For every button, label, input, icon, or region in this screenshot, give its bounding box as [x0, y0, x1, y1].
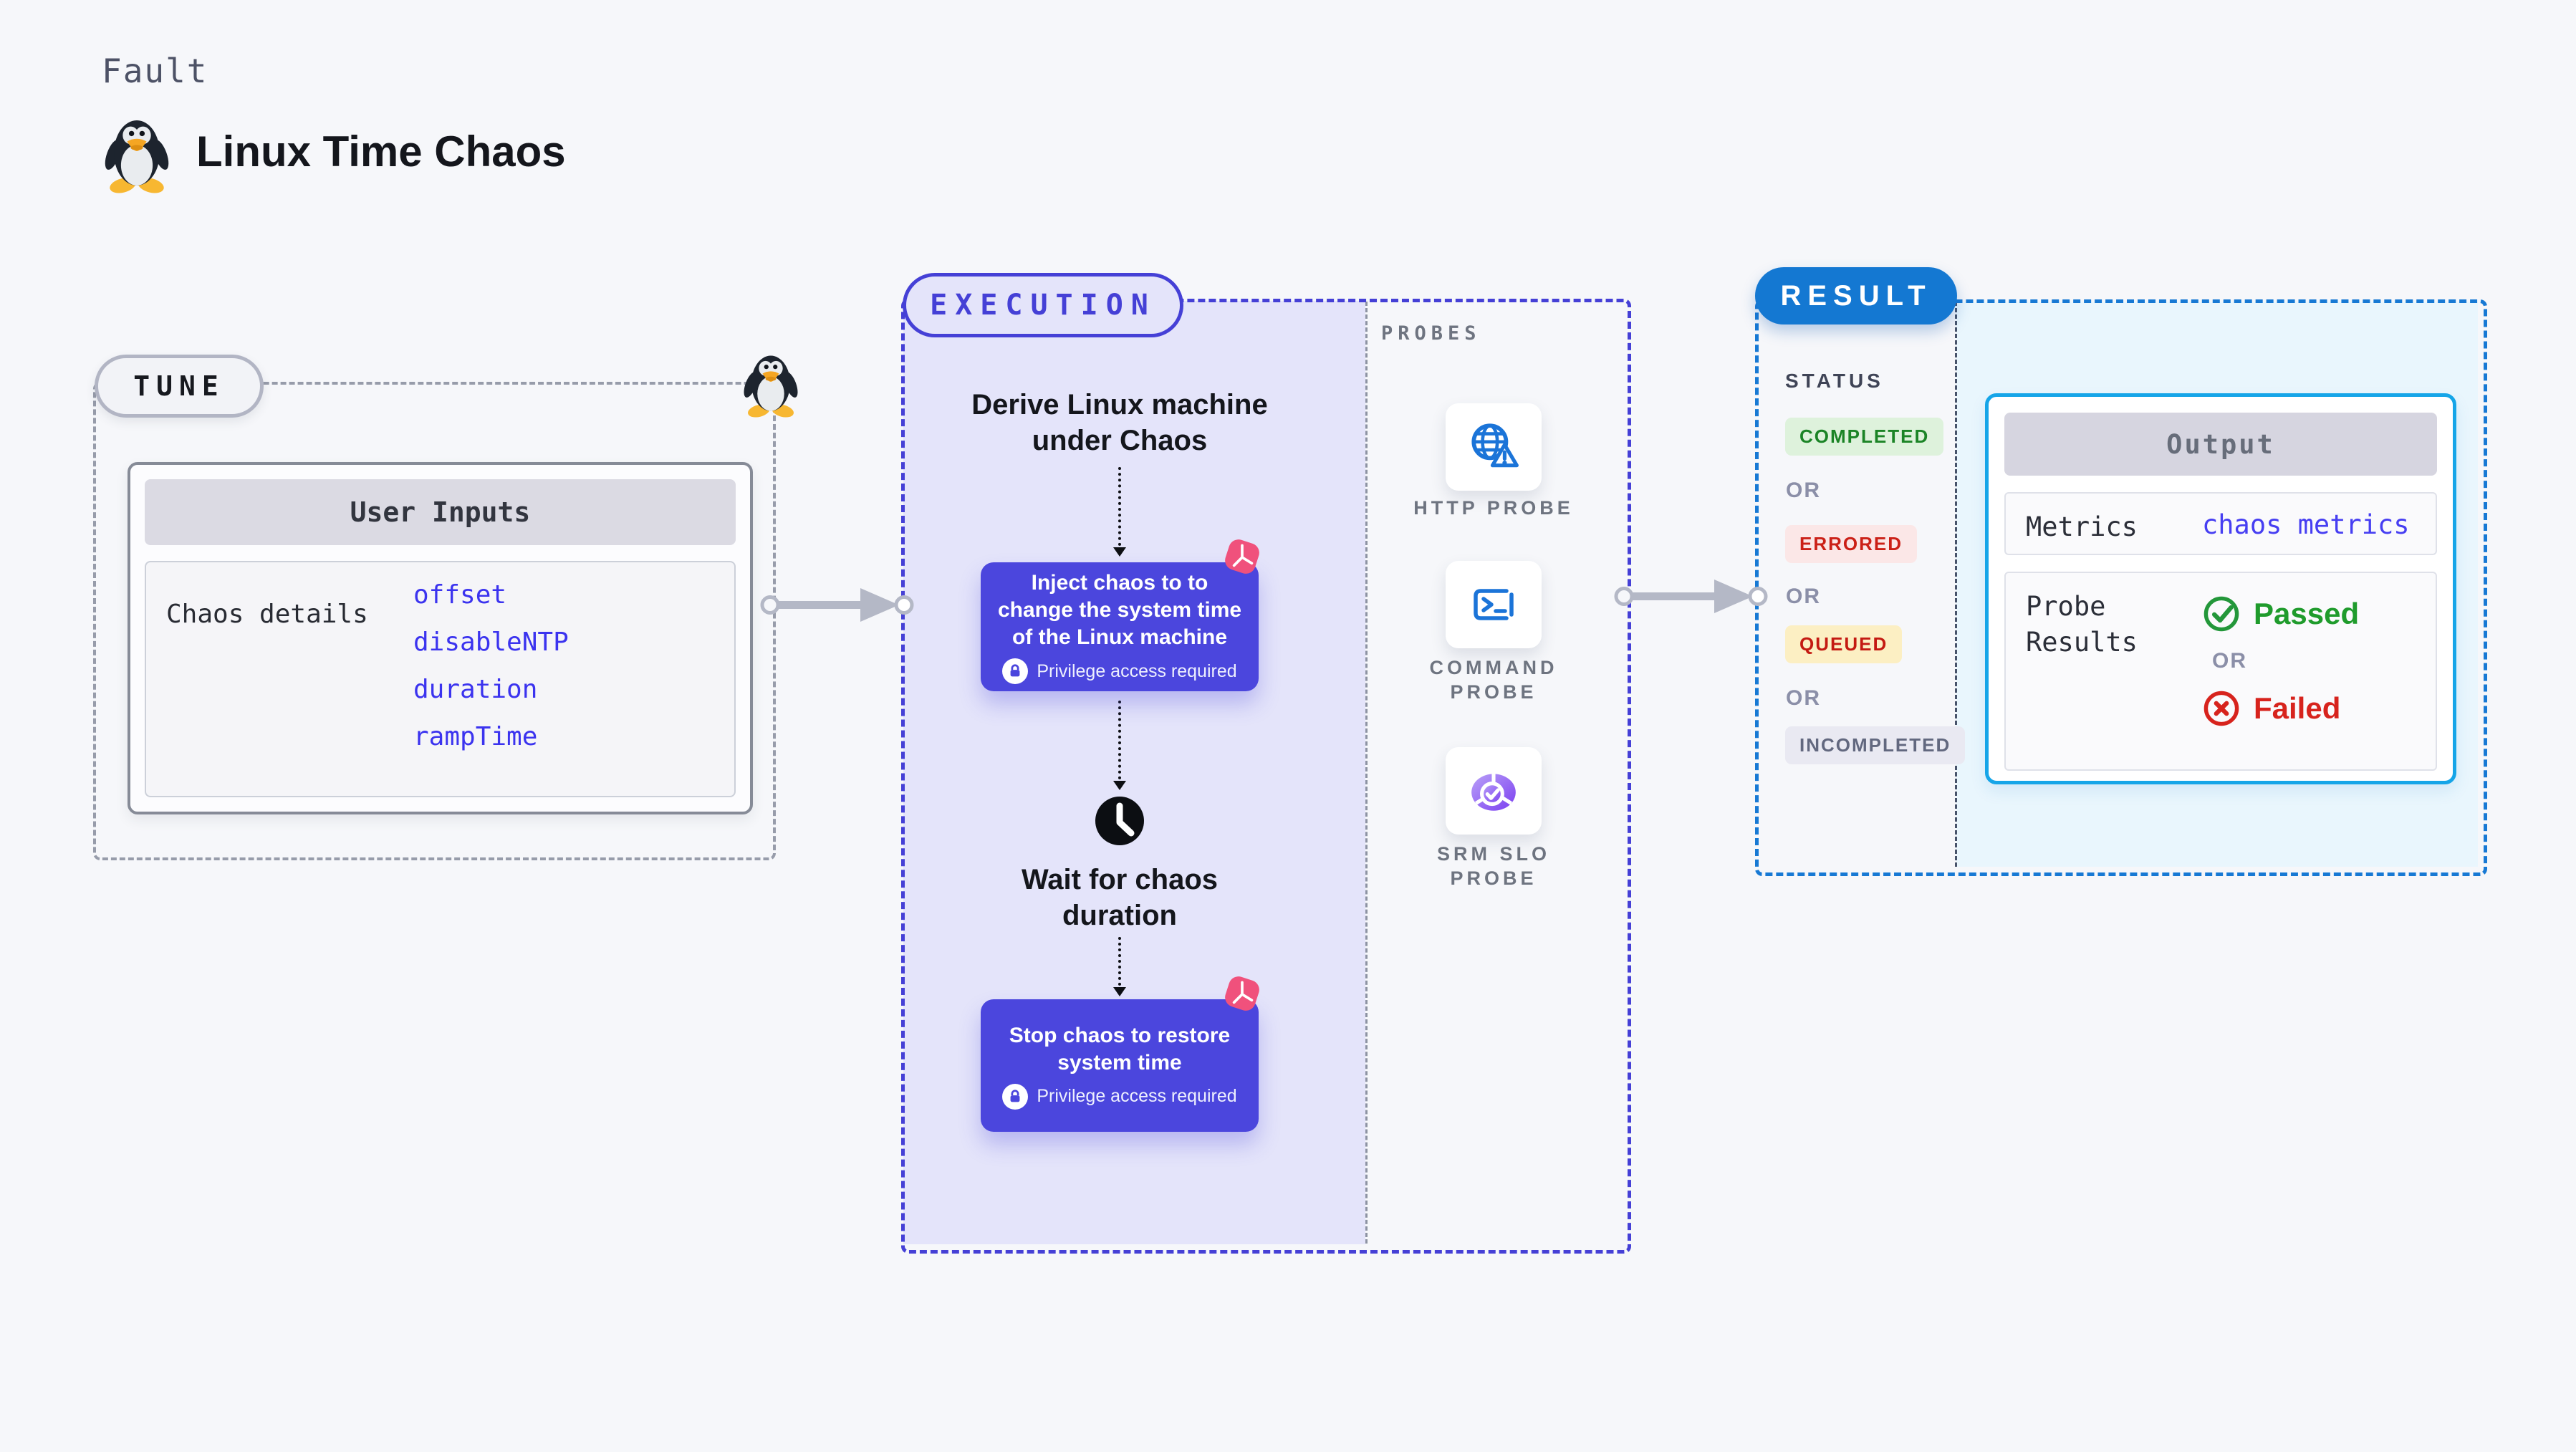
probe-results-values: Passed OR Failed — [2202, 573, 2359, 769]
chaos-params-list: offset disableNTP duration rampTime — [413, 562, 569, 796]
chaos-pink-icon-2 — [1220, 971, 1264, 1016]
privilege-note-2: Privilege access required — [1037, 1086, 1237, 1106]
metrics-row: Metrics chaos metrics — [2004, 492, 2437, 555]
stop-chaos-text: Stop chaos to restore system time — [1009, 1023, 1231, 1074]
privilege-row-2: Privilege access required — [1002, 1083, 1237, 1110]
x-circle-icon — [2202, 689, 2241, 728]
page-title: Linux Time Chaos — [196, 127, 566, 176]
or-text-1: OR — [1786, 479, 1821, 502]
srm-slo-probe-label: SRM SLO PROBE — [1436, 843, 1550, 889]
output-card: Output Metrics chaos metrics Probe Resul… — [1985, 393, 2456, 784]
probe-results-row: Probe Results Passed OR Failed — [2004, 572, 2437, 771]
tune-section-box — [93, 382, 776, 860]
inject-chaos-node: Inject chaos to to change the system tim… — [981, 562, 1259, 691]
param-link-disablentp[interactable]: disableNTP — [413, 628, 569, 657]
terminal-icon — [1468, 579, 1519, 630]
param-link-duration[interactable]: duration — [413, 675, 538, 704]
result-divider — [1955, 302, 1957, 867]
passed-line: Passed — [2202, 595, 2359, 633]
or-text-output: OR — [2212, 649, 2247, 673]
user-inputs-body: Chaos details offset disableNTP duration… — [145, 561, 736, 797]
failed-line: Failed — [2202, 689, 2359, 728]
down-arrow-line-2 — [1118, 701, 1121, 779]
fault-kicker: Fault — [102, 52, 208, 90]
clock-icon — [1094, 795, 1145, 847]
command-probe-card — [1446, 561, 1542, 648]
chaos-metrics-link[interactable]: chaos metrics — [2202, 509, 2410, 540]
user-inputs-header: User Inputs — [145, 479, 736, 545]
inject-chaos-text: Inject chaos to to change the system tim… — [997, 571, 1242, 649]
slo-pie-icon — [1467, 764, 1520, 817]
param-link-ramptime[interactable]: rampTime — [413, 722, 538, 751]
status-label: STATUS — [1785, 370, 1884, 392]
status-badge-completed: COMPLETED — [1785, 418, 1944, 456]
globe-alert-icon — [1467, 420, 1520, 473]
down-arrow-line-1 — [1118, 467, 1121, 546]
output-header: Output — [2004, 413, 2437, 476]
flow-arrow-tune-to-execution-icon — [760, 585, 914, 625]
privilege-note: Privilege access required — [1037, 660, 1237, 681]
result-pill-label: RESULT — [1780, 279, 1932, 312]
stop-chaos-node: Stop chaos to restore system time Privil… — [981, 999, 1259, 1132]
user-inputs-card: User Inputs Chaos details offset disable… — [128, 462, 753, 814]
or-text-2: OR — [1786, 585, 1821, 608]
srm-slo-probe-card — [1446, 747, 1542, 835]
tux-penguin-icon — [102, 109, 172, 193]
command-probe-label: COMMAND PROBE — [1429, 657, 1558, 703]
down-arrow-icon-2 — [1113, 781, 1126, 790]
down-arrow-icon-3 — [1113, 987, 1126, 996]
execution-pill-label: EXECUTION — [930, 289, 1156, 322]
execution-section-box — [901, 299, 1631, 1254]
http-probe-card — [1446, 403, 1542, 491]
or-text-3: OR — [1786, 686, 1821, 710]
metrics-label: Metrics — [2026, 511, 2138, 542]
down-arrow-line-3 — [1118, 937, 1121, 986]
status-badge-incompleted: INCOMPLETED — [1785, 726, 1966, 764]
derive-step-text: Derive Linux machine under Chaos — [971, 389, 1268, 456]
check-circle-icon — [2202, 595, 2241, 633]
chaos-details-label: Chaos details — [166, 600, 368, 629]
privilege-row: Privilege access required — [1002, 658, 1237, 684]
chaos-pink-icon — [1220, 534, 1264, 579]
result-pill: RESULT — [1755, 267, 1957, 324]
probes-divider — [1365, 302, 1368, 1244]
status-badge-queued: QUEUED — [1785, 625, 1903, 663]
probe-results-label: Probe Results — [2026, 591, 2138, 658]
tune-pill-label: TUNE — [133, 370, 225, 402]
param-link-offset[interactable]: offset — [413, 580, 507, 610]
probes-section-label: PROBES — [1381, 322, 1481, 345]
passed-text: Passed — [2254, 597, 2360, 630]
failed-text: Failed — [2254, 691, 2341, 725]
title-row: Linux Time Chaos — [102, 109, 566, 193]
lock-icon-2 — [1002, 1083, 1029, 1110]
tux-penguin-small-icon — [742, 346, 799, 418]
flow-arrow-execution-to-result-icon — [1614, 577, 1768, 617]
down-arrow-icon-1 — [1113, 547, 1126, 557]
execution-pill: EXECUTION — [903, 273, 1183, 337]
status-badge-errored: ERRORED — [1785, 525, 1918, 563]
wait-step-text: Wait for chaos duration — [1021, 864, 1219, 931]
http-probe-label: HTTP PROBE — [1413, 497, 1574, 519]
lock-icon — [1002, 658, 1029, 684]
tune-pill: TUNE — [95, 355, 264, 418]
